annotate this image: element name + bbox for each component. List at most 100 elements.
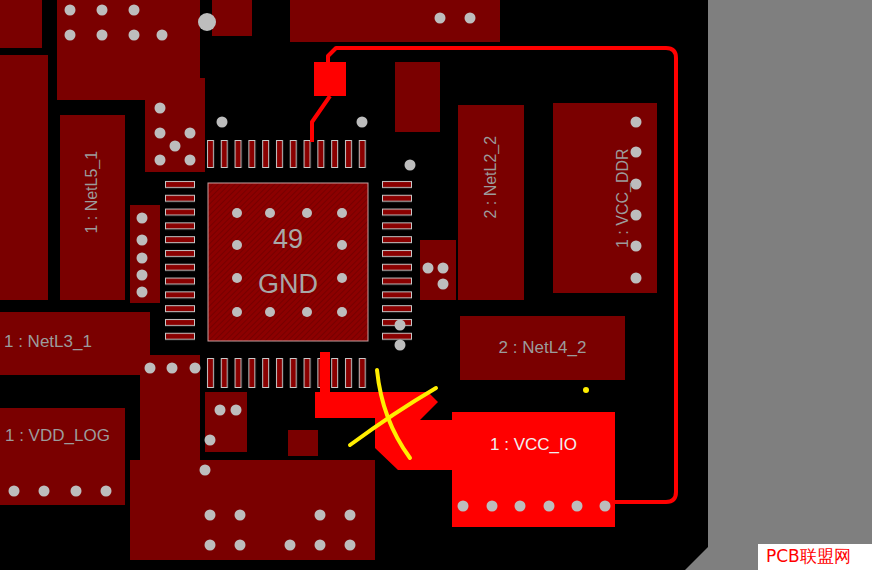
pcb-graphic — [185, 128, 196, 139]
pcb-graphic — [205, 540, 216, 551]
pcb-graphic — [337, 307, 347, 317]
pcb-graphic — [137, 213, 148, 224]
pcb-graphic — [337, 240, 347, 250]
pcb-graphic — [232, 240, 242, 250]
pcb-graphic — [315, 540, 326, 551]
pcb-graphic — [357, 117, 368, 128]
pcb-graphic — [155, 103, 166, 114]
pcb-graphic — [39, 486, 50, 497]
pcb-graphic — [600, 501, 611, 512]
pcb-graphic — [167, 363, 178, 374]
pcb-graphic — [302, 208, 312, 218]
copper-pour — [0, 0, 657, 560]
pad-region: 49GND — [208, 183, 368, 341]
pcb-graphic — [631, 210, 642, 221]
pcb-graphic — [553, 103, 657, 293]
pcb-graphic — [145, 78, 205, 172]
pcb-graphic — [137, 253, 148, 264]
pcb-graphic — [438, 279, 449, 290]
pcb-graphic — [405, 160, 416, 171]
pcb-graphic — [0, 408, 125, 505]
pcb-graphic — [345, 510, 356, 521]
pad-region: 1 : VDD_LOG — [0, 408, 125, 505]
pcb-graphic — [204, 358, 370, 388]
pcb-graphic — [137, 270, 148, 281]
pcb-graphic — [205, 435, 216, 446]
pcb-graphic — [435, 13, 446, 24]
pcb-graphic — [65, 30, 76, 41]
pad-region: 1 : NetL3_1 — [0, 312, 150, 375]
pcb-graphic — [265, 208, 275, 218]
pcb-graphic — [9, 486, 20, 497]
pcb-graphic — [101, 486, 112, 497]
pcb-graphic — [315, 510, 326, 521]
pcb-graphic — [205, 392, 247, 452]
pcb-graphic — [382, 178, 412, 344]
pcb-graphic — [285, 540, 296, 551]
pcb-graphic — [265, 307, 275, 317]
pcb-graphic — [544, 501, 555, 512]
pcb-graphic — [165, 178, 195, 344]
net-label: 1 : VCC_IO — [490, 435, 577, 455]
pcb-graphic — [631, 179, 642, 190]
pcb-graphic — [458, 501, 469, 512]
marker-dot — [583, 387, 589, 393]
pcb-graphic — [9, 5, 642, 551]
pcb-graphic — [438, 263, 449, 274]
net-label-vertical: 1 : VCC_DDR — [614, 148, 632, 248]
pcb-graphic — [288, 430, 318, 456]
pcb-graphic — [320, 352, 330, 394]
pad-region: 1 : VCC_IO — [452, 412, 615, 492]
pcb-graphic — [458, 105, 524, 300]
strike-mark — [350, 370, 436, 458]
pcb-graphic — [97, 5, 108, 16]
pcb-graphic — [465, 13, 476, 24]
net-label: 2 : NetL4_2 — [499, 338, 587, 358]
net-label: 1 : NetL3_1 — [4, 332, 92, 352]
pcb-graphic — [302, 307, 312, 317]
pcb-graphic — [232, 208, 242, 218]
pcb-graphic — [290, 0, 500, 42]
net-label-vertical: 2 : NetL2_2 — [482, 136, 500, 219]
pcb-graphic — [395, 340, 406, 351]
pad-region: 1 : NetL5_1 — [60, 115, 125, 300]
pcb-graphic — [631, 117, 642, 128]
pcb-graphic — [71, 486, 82, 497]
pcb-graphic — [212, 0, 252, 36]
pcb-graphic — [65, 5, 76, 16]
trace — [312, 48, 676, 502]
pcb-graphic — [487, 501, 498, 512]
vias — [9, 5, 642, 551]
pcb-graphic — [185, 155, 196, 166]
pcb-graphic — [145, 363, 156, 374]
pcb-graphic — [235, 510, 246, 521]
pcb-graphic — [198, 13, 216, 31]
pcb-graphic — [231, 405, 242, 416]
pcb-graphic — [345, 540, 356, 551]
pcb-graphic — [460, 316, 625, 380]
pcb-graphic — [423, 263, 434, 274]
net-label: 1 : VDD_LOG — [5, 426, 110, 446]
net-label: 49 — [273, 224, 303, 255]
pcb-graphic — [0, 55, 48, 300]
pcb-graphic — [631, 273, 642, 284]
pcb-graphic — [129, 30, 140, 41]
pcb-graphic — [0, 312, 150, 375]
pcb-graphic — [312, 96, 330, 142]
net-label: GND — [258, 269, 318, 300]
pcb-graphic — [140, 355, 200, 460]
pcb-graphic — [0, 0, 42, 48]
pcb-graphic — [170, 141, 181, 152]
pcb-graphic — [515, 501, 526, 512]
pcb-graphic — [137, 235, 148, 246]
pcb-graphic — [395, 62, 440, 132]
pcb-graphic — [314, 62, 346, 96]
net-label-vertical: 1 : NetL5_1 — [83, 151, 101, 234]
pcb-graphic — [130, 205, 160, 303]
pcb-graphic — [155, 155, 166, 166]
pcb-graphic — [217, 117, 228, 128]
